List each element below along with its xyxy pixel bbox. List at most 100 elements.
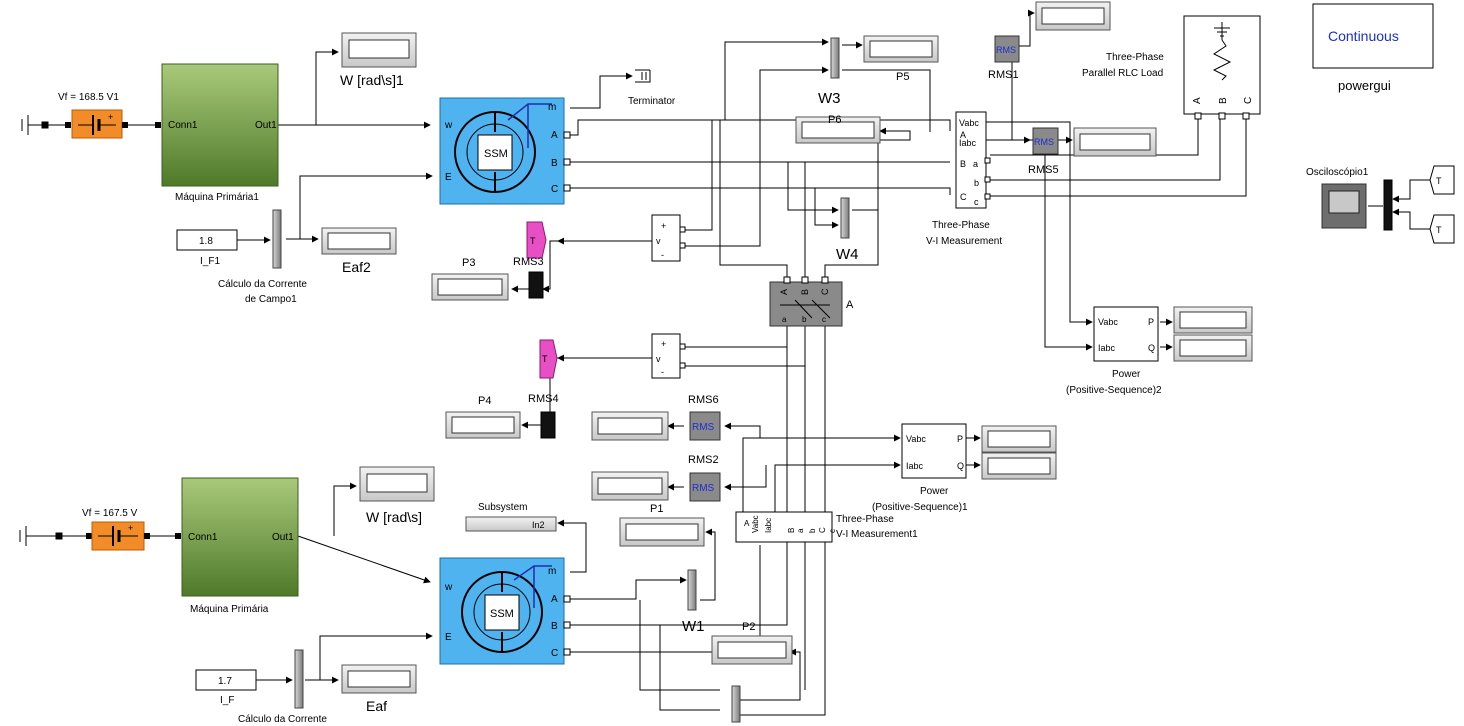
wires xyxy=(278,9,1434,716)
ground-bottom xyxy=(19,526,63,546)
vi-bottom-name-1: Three-Phase xyxy=(836,514,894,525)
mux-w3[interactable] xyxy=(830,37,840,79)
power2-in-iabc: Iabc xyxy=(1098,343,1116,353)
mux-bottom-lower[interactable] xyxy=(731,685,741,723)
voltage-measurement-bottom[interactable]: + v - xyxy=(651,333,686,379)
vi-bottom-name-2: V-I Measurement1 xyxy=(836,529,918,540)
power-positive-sequence-2[interactable]: Vabc Iabc P Q xyxy=(1093,306,1159,362)
load-name-2: Parallel RLC Load xyxy=(1082,68,1163,79)
power1-out-p: P xyxy=(957,434,963,444)
load-port-a: A xyxy=(1192,97,1203,104)
subsystem-block[interactable]: In2 xyxy=(465,516,557,532)
display-rms2[interactable] xyxy=(591,471,669,501)
dc-voltage-source-top[interactable]: + xyxy=(48,109,161,139)
ssm-bottom[interactable]: SSM w E m A B C xyxy=(439,557,571,665)
display-p2[interactable] xyxy=(711,635,793,665)
display-p5-name: P5 xyxy=(896,71,909,83)
oscilloscope[interactable] xyxy=(1321,179,1393,231)
prime-mover-top-port-out: Out1 xyxy=(255,120,277,131)
vi-bottom-c-out: c xyxy=(828,529,837,533)
three-phase-rlc-load[interactable]: A B C xyxy=(1183,15,1261,120)
power1-out-q: Q xyxy=(957,461,964,471)
dc-plus-sign: + xyxy=(108,112,113,122)
ssm-bottom-port-e: E xyxy=(445,632,452,643)
vi-bottom-a-out: a xyxy=(796,528,805,533)
goto-tag-bottom[interactable]: T xyxy=(539,339,558,379)
ssm-top[interactable]: SSM w E m A B C xyxy=(439,97,571,205)
rms6-block[interactable]: RMS xyxy=(689,411,721,441)
display-rms5[interactable] xyxy=(1073,127,1157,157)
power-positive-sequence-1[interactable]: Vabc Iabc P Q xyxy=(901,423,967,479)
rms3-name: RMS3 xyxy=(513,256,544,268)
vi-top-iabc: Iabc xyxy=(959,138,977,148)
powergui-name: powergui xyxy=(1338,78,1391,93)
vm-top-v: v xyxy=(656,236,661,246)
mux-w1[interactable] xyxy=(687,569,697,611)
ssm-top-port-b: B xyxy=(551,158,558,169)
powergui-block[interactable]: Continuous xyxy=(1312,3,1434,69)
speed-display-bottom[interactable] xyxy=(359,466,435,502)
terminator[interactable] xyxy=(635,69,651,83)
prime-mover-bottom[interactable]: Conn1 Out1 xyxy=(181,477,299,597)
eaf-display-top[interactable] xyxy=(321,227,397,255)
vi-measurement-top[interactable]: Vabc Iabc A B C a b c xyxy=(955,111,991,209)
display-p2-name: P2 xyxy=(742,621,755,633)
breaker-name: A xyxy=(846,299,854,311)
display-p5[interactable] xyxy=(863,35,939,63)
ssm-top-port-w: w xyxy=(444,120,453,131)
ssm-bottom-port-a: A xyxy=(551,594,558,605)
ssm-top-port-m: m xyxy=(548,102,556,113)
display-p3[interactable] xyxy=(431,273,509,301)
rms3-block[interactable] xyxy=(528,271,544,299)
ssm-bottom-port-c: C xyxy=(551,648,558,659)
rms5-block[interactable]: RMS xyxy=(1032,127,1059,155)
display-rms1[interactable] xyxy=(1035,1,1111,31)
rms4-block[interactable] xyxy=(540,411,556,439)
display-p4-name: P4 xyxy=(478,395,491,407)
rms1-block[interactable]: RMS xyxy=(994,35,1020,63)
display-power1-p[interactable] xyxy=(981,425,1057,453)
from-tag-1[interactable]: T xyxy=(1429,165,1455,195)
field-current-name-top: I_F1 xyxy=(200,256,220,267)
vm-bottom-minus: - xyxy=(661,367,664,377)
vi-measurement-bottom[interactable]: Vabc Iabc A B C a b c xyxy=(735,511,837,543)
vi-bottom-iabc: Iabc xyxy=(764,518,773,533)
display-rms6[interactable] xyxy=(591,411,669,441)
dc-voltage-source-bottom[interactable]: + xyxy=(62,521,181,551)
display-power2-p[interactable] xyxy=(1173,306,1253,334)
display-power2-q[interactable] xyxy=(1173,334,1253,362)
display-p1-name: P1 xyxy=(650,503,663,515)
ssm-top-core-label: SSM xyxy=(484,148,508,160)
voltage-measurement-top[interactable]: + v - xyxy=(651,214,686,262)
prime-mover-bottom-port-out: Out1 xyxy=(272,532,294,543)
power1-name-1: Power xyxy=(920,486,949,497)
field-current-constant-top[interactable]: 1.8 xyxy=(176,229,238,251)
load-port-b: B xyxy=(1218,97,1229,104)
prime-mover-top-port-in: Conn1 xyxy=(168,120,198,131)
vi-bottom-a: A xyxy=(744,519,750,528)
prime-mover-top[interactable]: Conn1 Out1 xyxy=(161,63,279,187)
field-mux-top[interactable] xyxy=(272,209,282,269)
breaker-port-b: B xyxy=(800,289,810,295)
mux-w3-name: W3 xyxy=(818,90,841,107)
rms6-label: RMS xyxy=(692,422,715,433)
field-current-constant-bottom[interactable]: 1.7 xyxy=(195,669,257,691)
speed-display-top[interactable] xyxy=(341,32,417,68)
display-p6[interactable] xyxy=(795,116,881,144)
field-mux-bottom[interactable] xyxy=(294,649,304,709)
dc-plus-sign-bottom: + xyxy=(128,523,133,533)
vi-bottom-c: C xyxy=(818,527,827,533)
display-power1-q[interactable] xyxy=(981,452,1057,480)
eaf-display-bottom[interactable] xyxy=(341,664,417,694)
vi-top-b-left: B xyxy=(960,159,966,169)
power2-out-q: Q xyxy=(1148,343,1155,353)
display-p1[interactable] xyxy=(619,517,705,547)
field-current-value-bottom: 1.7 xyxy=(218,676,232,687)
three-phase-breaker[interactable]: A B C a b c xyxy=(769,276,843,327)
mux-w4[interactable] xyxy=(840,197,850,239)
goto-tag-top[interactable]: T xyxy=(526,221,547,259)
display-p4[interactable] xyxy=(445,411,521,439)
vm-top-minus: - xyxy=(661,250,664,260)
rms2-block[interactable]: RMS xyxy=(689,472,721,502)
from-tag-2[interactable]: T xyxy=(1429,214,1455,244)
